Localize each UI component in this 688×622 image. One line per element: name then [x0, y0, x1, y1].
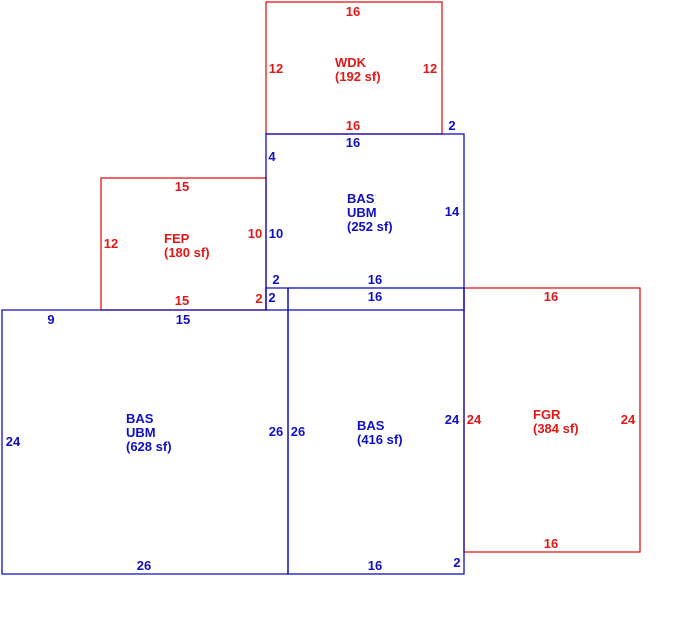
bas-middle-area: 16 26 24 16 2 BAS (416 sf): [291, 289, 461, 573]
fgr-label-code: FGR: [533, 407, 561, 422]
fep-dim-top: 15: [175, 179, 189, 194]
bas-ubm-lower-label-area: (628 sf): [126, 439, 172, 454]
fgr-dim-bottom: 16: [544, 536, 558, 551]
wdk-dim-top: 16: [346, 4, 360, 19]
fgr-label-area: (384 sf): [533, 421, 579, 436]
fep-area: 15 12 10 15 2 FEP (180 sf): [104, 179, 263, 308]
bas-middle-label-code: BAS: [357, 418, 385, 433]
bas-ubm-upper-dim-top-right-offset: 2: [448, 118, 455, 133]
bas-ubm-upper-label-sub: UBM: [347, 205, 377, 220]
bas-middle-dim-top: 16: [368, 289, 382, 304]
bas-ubm-upper-dim-right: 14: [445, 204, 460, 219]
wdk-label-area: (192 sf): [335, 69, 381, 84]
fgr-dim-top: 16: [544, 289, 558, 304]
bas-middle-label-area: (416 sf): [357, 432, 403, 447]
bas-ubm-lower-dim-top-left: 9: [47, 312, 54, 327]
bas-ubm-lower-label-sub: UBM: [126, 425, 156, 440]
bas-middle-dim-bottom: 16: [368, 558, 382, 573]
wdk-dim-bottom: 16: [346, 118, 360, 133]
fgr-dim-right: 24: [621, 412, 636, 427]
fep-dim-left: 12: [104, 236, 118, 251]
fgr-area: 16 24 24 16 FGR (384 sf): [467, 289, 636, 551]
bas-ubm-upper-dim-left-1: 4: [268, 149, 276, 164]
bas-ubm-lower-label-code: BAS: [126, 411, 154, 426]
fep-label-area: (180 sf): [164, 245, 210, 260]
bas-ubm-lower-dim-left: 24: [6, 434, 21, 449]
bas-ubm-upper-label-area: (252 sf): [347, 219, 393, 234]
bas-ubm-lower-area: 2 9 15 24 26 26 BAS UBM (628 sf): [6, 290, 283, 573]
fep-label-code: FEP: [164, 231, 190, 246]
wdk-area: 16 12 12 16 WDK (192 sf): [269, 4, 437, 133]
wdk-label-code: WDK: [335, 55, 367, 70]
bas-ubm-upper-area: 2 16 4 14 10 2 16 BAS UBM (252 sf): [268, 118, 460, 287]
bas-ubm-upper-dim-left-3: 2: [272, 272, 279, 287]
fep-dim-right: 10: [248, 226, 262, 241]
bas-ubm-upper-label-code: BAS: [347, 191, 375, 206]
wdk-dim-right: 12: [423, 61, 437, 76]
fep-dim-bottom: 15: [175, 293, 189, 308]
bas-ubm-upper-dim-bottom: 16: [368, 272, 382, 287]
bas-ubm-lower-dim-right: 26: [269, 424, 283, 439]
bas-ubm-upper-dim-top: 16: [346, 135, 360, 150]
bas-ubm-upper-outline: [265, 133, 465, 311]
fgr-dim-left: 24: [467, 412, 482, 427]
wdk-dim-left: 12: [269, 61, 283, 76]
fep-dim-bottom-right: 2: [255, 291, 262, 306]
bas-middle-dim-bottom-right: 2: [453, 555, 460, 570]
bas-middle-dim-left: 26: [291, 424, 305, 439]
bas-ubm-lower-dim-top-right: 15: [176, 312, 190, 327]
bas-middle-outline: [287, 287, 465, 575]
bas-middle-dim-right: 24: [445, 412, 460, 427]
bas-ubm-lower-dim-top-step: 2: [268, 290, 275, 305]
bas-ubm-upper-dim-left-2: 10: [269, 226, 283, 241]
bas-ubm-lower-dim-bottom: 26: [137, 558, 151, 573]
